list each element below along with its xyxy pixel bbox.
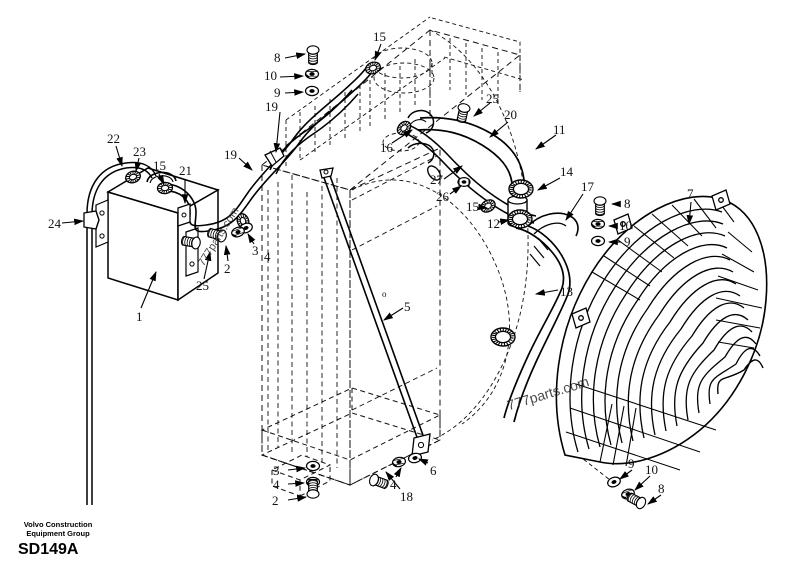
radiator-mark: o	[382, 289, 387, 299]
lockwasher-10-mid	[590, 218, 606, 230]
callout-10-mid: 10	[619, 218, 632, 233]
nut-26	[457, 177, 471, 188]
callout-16: 16	[380, 140, 393, 155]
bolt-18	[367, 472, 391, 492]
lower-radiator-hose-13	[503, 225, 571, 423]
callout-18: 18	[400, 489, 413, 504]
callout-3-bottom: 3	[273, 463, 280, 478]
callout-25-tank: 25	[196, 278, 209, 293]
footer-block: Volvo Construction Equipment Group SD149…	[8, 520, 108, 559]
callout-15-tank: 15	[153, 158, 166, 173]
fan-guard-7	[555, 189, 768, 471]
callout-14: 14	[560, 164, 573, 179]
callout-10-top: 10	[264, 68, 277, 83]
callout-26: 26	[436, 189, 449, 204]
lockwasher-10-top	[304, 68, 320, 80]
tube-clip-24	[83, 210, 100, 230]
callout-4-rod: 4	[390, 477, 397, 492]
lockwasher-4-rod	[391, 455, 407, 469]
bolt-2-bottom	[306, 478, 320, 499]
bracket-27	[407, 142, 435, 164]
callout-15-mid: 15	[466, 199, 479, 214]
callout-9-top: 9	[274, 85, 281, 100]
callout-10-guard: 10	[645, 462, 658, 477]
callout-4-bottom: 4	[273, 477, 280, 492]
company-line-1: Volvo Construction	[23, 520, 93, 529]
drawing-code: SD149A	[18, 541, 79, 558]
callout-8-guard: 8	[658, 481, 665, 496]
callout-9-mid: 9	[624, 234, 631, 249]
washer-9-guard	[605, 474, 623, 490]
clamp-15-mid	[478, 196, 498, 216]
callout-2-tank: 2	[224, 261, 231, 276]
callout-12: 12	[487, 216, 500, 231]
bolt-8-mid	[593, 196, 607, 217]
callout-5: 5	[404, 299, 411, 314]
callout-6: 6	[430, 463, 437, 478]
callout-8-mid: 8	[624, 196, 631, 211]
clamp-12	[507, 209, 533, 229]
company-line-2: Equipment Group	[26, 529, 90, 538]
callout-17: 17	[581, 179, 594, 194]
callout-9-guard: 9	[628, 456, 635, 471]
callout-8-top: 8	[274, 50, 281, 65]
washer-9-mid	[590, 235, 606, 247]
callout-22: 22	[107, 131, 120, 146]
callout-15-top: 15	[373, 29, 386, 44]
callout-4-tank: 4	[264, 249, 271, 264]
callout-2-bottom: 2	[272, 493, 279, 508]
clamp-16-end	[394, 118, 414, 138]
support-stay-5	[319, 167, 431, 457]
clamp-14	[508, 179, 534, 199]
washer-3-bottom	[305, 460, 321, 472]
callout-13: 13	[560, 284, 573, 299]
callout-20: 20	[504, 107, 517, 122]
callout-23: 23	[133, 144, 146, 159]
callout-19-upper: 19	[265, 99, 278, 114]
callout-24: 24	[48, 216, 61, 231]
leader-lines	[61, 43, 694, 505]
clamp-15-tank	[156, 181, 174, 195]
bolt-25-upper	[454, 102, 472, 125]
expansion-tank	[95, 167, 220, 302]
hose-strap-20	[407, 109, 435, 134]
callout-21: 21	[179, 163, 192, 178]
callout-11: 11	[553, 122, 566, 137]
overflow-tube	[86, 161, 157, 505]
washer-9-top	[304, 85, 320, 97]
callout-7: 7	[687, 186, 694, 201]
bolt-8-top	[306, 45, 320, 66]
callout-27: 27	[430, 172, 443, 187]
radiator-phantom-outline	[260, 29, 522, 486]
callout-25-upper: 25	[486, 91, 499, 106]
callout-1: 1	[136, 309, 143, 324]
callout-3-tank: 3	[252, 243, 259, 258]
bracket-21	[177, 203, 191, 227]
washer-6	[407, 451, 423, 465]
radiator-shroud-phantom	[351, 29, 529, 441]
clamp-lower-end	[490, 327, 516, 347]
callout-19-lower: 19	[224, 147, 237, 162]
